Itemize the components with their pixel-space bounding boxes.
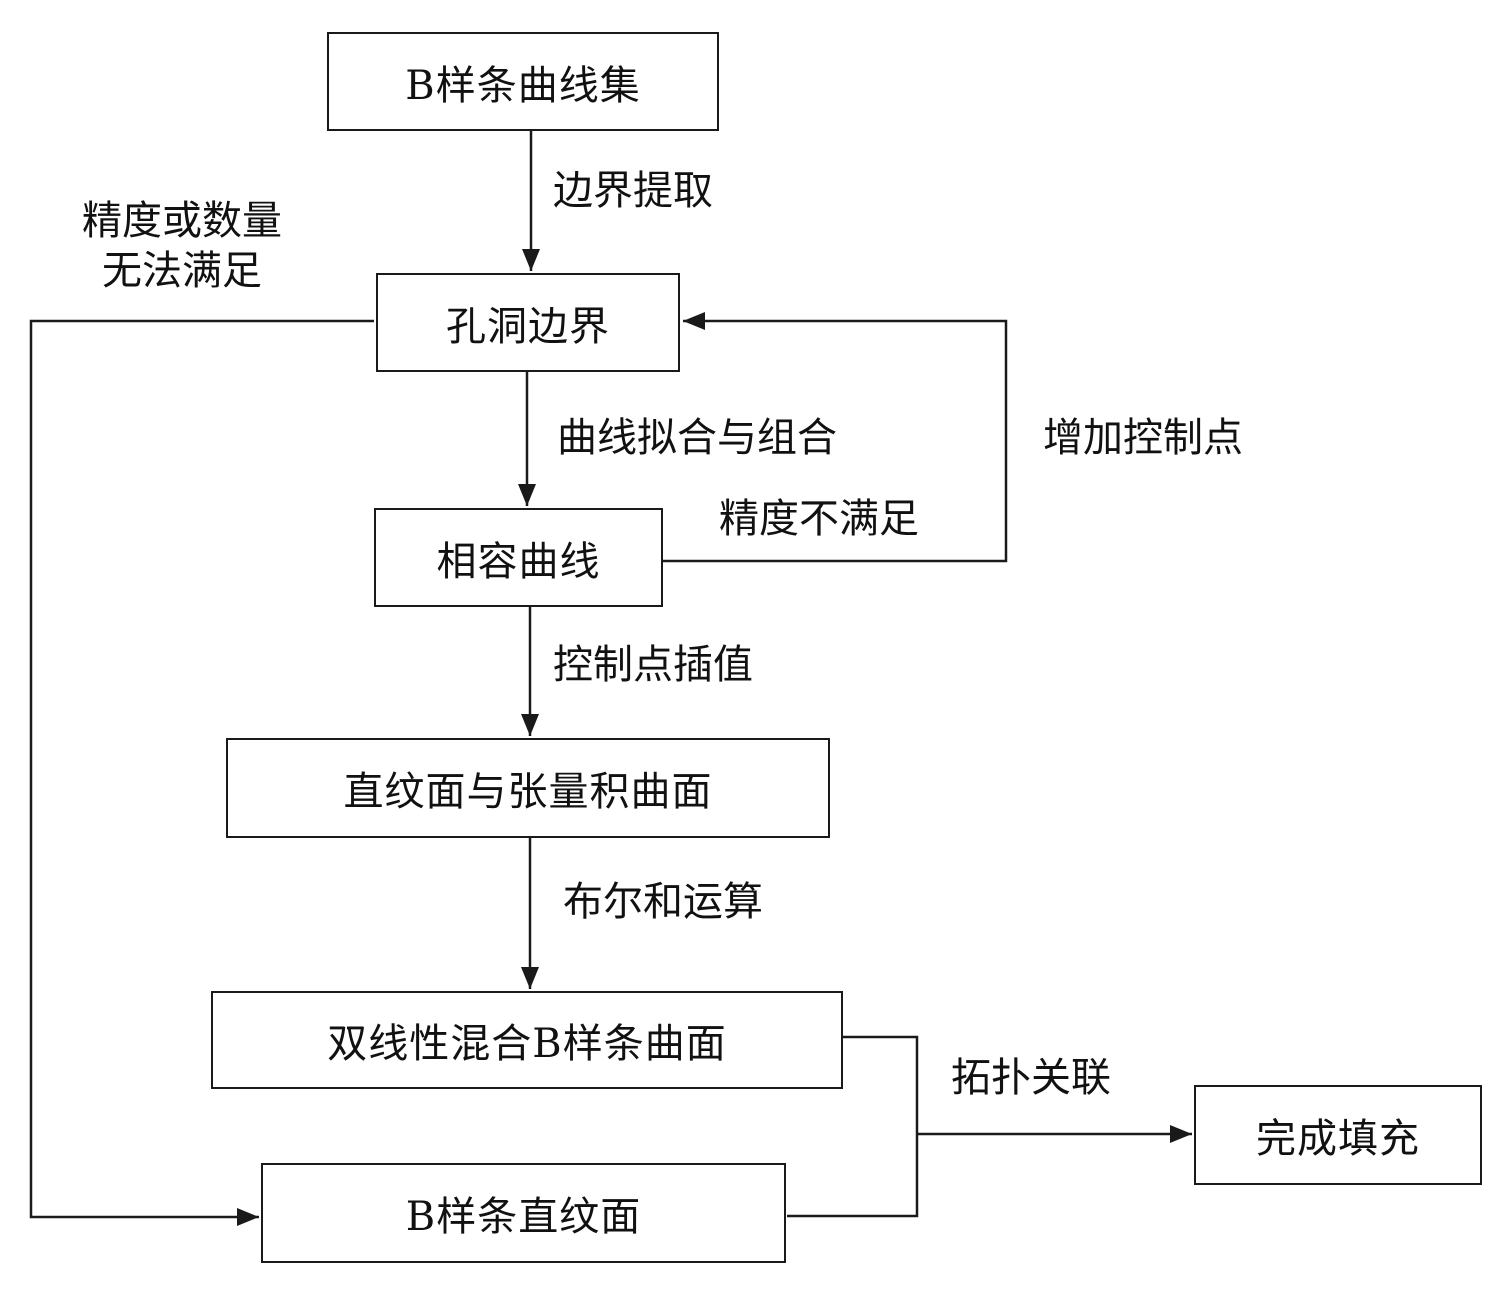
node-label: 相容曲线: [436, 538, 601, 585]
node-label: B样条曲线集: [405, 62, 641, 109]
node-bilinear-blend-surface: 双线性混合B样条曲面: [211, 991, 843, 1089]
node-label: 完成填充: [1256, 1116, 1420, 1162]
edge-label-boundary-extraction: 边界提取: [553, 168, 713, 214]
line-bilinear-to-merge: [787, 1035, 919, 1218]
node-compatible-curves: 相容曲线: [374, 508, 663, 607]
edge-label-boolean-sum: 布尔和运算: [563, 879, 763, 925]
node-ruled-tensor-surface: 直纹面与张量积曲面: [226, 738, 830, 838]
node-bspline-ruled-surface: B样条直纹面: [261, 1163, 786, 1263]
edge-label-precision-count-fail: 精度或数量 无法满足: [82, 196, 282, 296]
edge-label-control-point-interp: 控制点插值: [553, 642, 753, 688]
node-hole-boundary: 孔洞边界: [376, 273, 680, 372]
edge-label-precision-not-met: 精度不满足: [719, 496, 919, 542]
node-label: 直纹面与张量积曲面: [343, 769, 713, 815]
edge-label-topology-link: 拓扑关联: [951, 1055, 1111, 1101]
arrow-boundary-to-bspline-ruled: [29, 319, 374, 1226]
node-label: B样条直纹面: [405, 1194, 642, 1240]
node-label: 孔洞边界: [446, 303, 610, 350]
node-bspline-curve-set: B样条曲线集: [327, 32, 719, 131]
edge-label-line: 精度或数量: [82, 198, 282, 244]
node-fill-complete: 完成填充: [1194, 1085, 1482, 1185]
arrow-feedback-add-control-points: [663, 312, 1008, 563]
edge-label-curve-fit-combine: 曲线拟合与组合: [557, 415, 837, 461]
node-label: 双线性混合B样条曲面: [327, 1021, 727, 1067]
edge-label-line: 无法满足: [102, 248, 262, 294]
edge-label-add-control-points: 增加控制点: [1043, 415, 1243, 461]
